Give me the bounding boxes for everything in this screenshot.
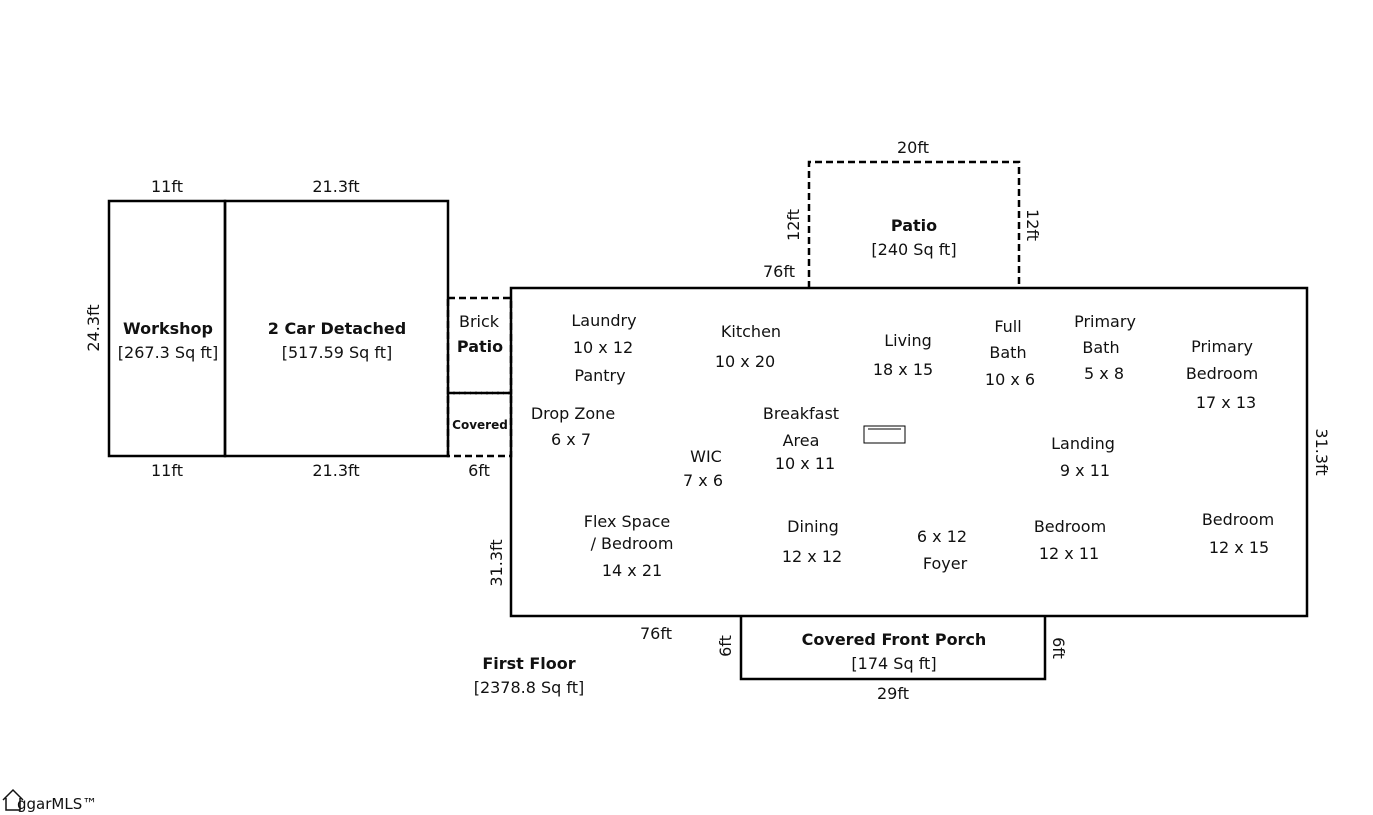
room-full-bath-l1: Full — [994, 317, 1021, 336]
patio-name: Patio — [891, 216, 937, 235]
room-flex-l2: / Bedroom — [591, 534, 674, 553]
room-wic-dims: 7 x 6 — [683, 471, 723, 490]
room-laundry-dims: 10 x 12 — [573, 338, 633, 357]
brick-patio-line2: Patio — [457, 337, 503, 356]
patio-outline — [807, 160, 1021, 288]
room-laundry-name: Laundry — [571, 311, 636, 330]
room-flex-l1: Flex Space — [584, 512, 671, 531]
first-floor-name: First Floor — [482, 654, 575, 673]
patio-left-dim: 12ft — [784, 209, 803, 241]
room-bedroom-a-dims: 12 x 11 — [1039, 544, 1099, 563]
room-primary-bath-l2: Bath — [1082, 338, 1119, 357]
room-landing-dims: 9 x 11 — [1060, 461, 1110, 480]
room-primary-bedroom-dims: 17 x 13 — [1196, 393, 1256, 412]
room-primary-bedroom-l2: Bedroom — [1186, 364, 1258, 383]
room-landing-name: Landing — [1051, 434, 1115, 453]
room-living-dims: 18 x 15 — [873, 360, 933, 379]
room-primary-bath-dims: 5 x 8 — [1084, 364, 1124, 383]
garage-bottom-dim: 21.3ft — [312, 461, 359, 480]
room-foyer-name: Foyer — [923, 554, 968, 573]
workshop-side-dim: 24.3ft — [84, 304, 103, 351]
workshop-top-dim: 11ft — [151, 177, 183, 196]
garage-top-dim: 21.3ft — [312, 177, 359, 196]
covered-dim: 6ft — [468, 461, 490, 480]
porch-area: [174 Sq ft] — [851, 654, 936, 673]
room-kitchen-dims: 10 x 20 — [715, 352, 775, 371]
room-living-name: Living — [884, 331, 932, 350]
first-floor-top-dim: 76ft — [763, 262, 795, 281]
covered-label: Covered — [452, 418, 508, 432]
porch-name: Covered Front Porch — [802, 630, 987, 649]
room-drop-zone-name: Drop Zone — [531, 404, 615, 423]
room-breakfast-l1: Breakfast — [763, 404, 839, 423]
room-bedroom-a-name: Bedroom — [1034, 517, 1106, 536]
room-dining-name: Dining — [787, 517, 839, 536]
room-bedroom-b-name: Bedroom — [1202, 510, 1274, 529]
first-floor-area: [2378.8 Sq ft] — [474, 678, 585, 697]
room-primary-bedroom-l1: Primary — [1191, 337, 1253, 356]
porch-outline — [739, 616, 1047, 681]
stair-symbol — [863, 425, 906, 444]
patio-top-dim: 20ft — [897, 138, 929, 157]
brick-patio-line1: Brick — [459, 312, 500, 331]
mls-logo-text: ggarMLS™ — [17, 795, 97, 813]
first-floor-left-dim: 31.3ft — [487, 539, 506, 586]
house-icon — [2, 788, 24, 811]
garage-name: 2 Car Detached — [268, 319, 406, 338]
room-foyer-dims: 6 x 12 — [917, 527, 967, 546]
room-kitchen-name: Kitchen — [721, 322, 781, 341]
porch-left-dim: 6ft — [716, 635, 735, 657]
room-bedroom-b-dims: 12 x 15 — [1209, 538, 1269, 557]
patio-right-dim: 12ft — [1023, 209, 1042, 241]
room-full-bath-dims: 10 x 6 — [985, 370, 1035, 389]
workshop-area: [267.3 Sq ft] — [118, 343, 218, 362]
workshop-bottom-dim: 11ft — [151, 461, 183, 480]
room-flex-dims: 14 x 21 — [602, 561, 662, 580]
room-breakfast-l2: Area — [783, 431, 820, 450]
room-drop-zone-dims: 6 x 7 — [551, 430, 591, 449]
room-breakfast-dims: 10 x 11 — [775, 454, 835, 473]
first-floor-bottom-dim: 76ft — [640, 624, 672, 643]
porch-right-dim: 6ft — [1049, 637, 1068, 659]
porch-bottom-dim: 29ft — [877, 684, 909, 703]
room-dining-dims: 12 x 12 — [782, 547, 842, 566]
first-floor-right-dim: 31.3ft — [1312, 428, 1331, 475]
garage-area: [517.59 Sq ft] — [282, 343, 393, 362]
workshop-name: Workshop — [123, 319, 213, 338]
room-primary-bath-l1: Primary — [1074, 312, 1136, 331]
patio-area: [240 Sq ft] — [871, 240, 956, 259]
mls-logo: ggarMLS™ — [2, 788, 97, 813]
room-wic-name: WIC — [690, 447, 722, 466]
room-pantry-name: Pantry — [574, 366, 625, 385]
room-full-bath-l2: Bath — [989, 343, 1026, 362]
first-floor-outline — [509, 286, 1309, 618]
garage-outline — [223, 199, 450, 458]
